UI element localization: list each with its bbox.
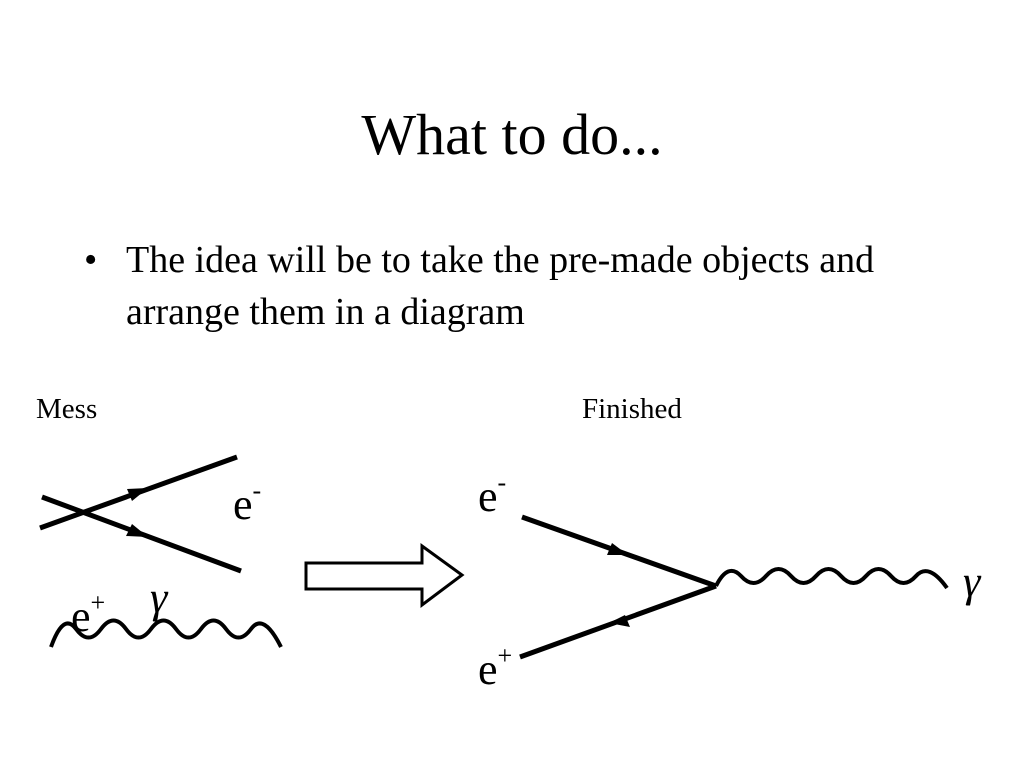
finished-label: Finished <box>582 393 682 425</box>
mess-electron-arrow-upper <box>127 488 148 501</box>
bullet-item: • The idea will be to take the pre-made … <box>84 234 944 338</box>
mess-photon-label: γ <box>150 573 169 622</box>
mess-electron-arrow-lower <box>126 524 148 537</box>
finished-photon-label: γ <box>963 557 982 606</box>
mess-label: Mess <box>36 393 98 425</box>
finished-electron-label: e- <box>478 468 506 521</box>
finished-positron-label: e+ <box>478 641 512 694</box>
finished-electron-arrow <box>607 543 628 555</box>
mess-positron-label: e+ <box>71 588 105 641</box>
mess-electron-label: e- <box>233 476 261 529</box>
slide-title: What to do... <box>361 102 663 167</box>
bullet-text: The idea will be to take the pre-made ob… <box>126 239 875 333</box>
finished-photon-wave <box>714 567 949 590</box>
mess-group: e- e+ γ <box>39 454 283 648</box>
bullet-dot: • <box>84 239 98 281</box>
finished-positron-arrow <box>609 615 630 627</box>
mess-photon-wave <box>49 618 283 648</box>
transform-arrow <box>304 543 465 608</box>
finished-group: e- e+ γ <box>478 468 982 694</box>
